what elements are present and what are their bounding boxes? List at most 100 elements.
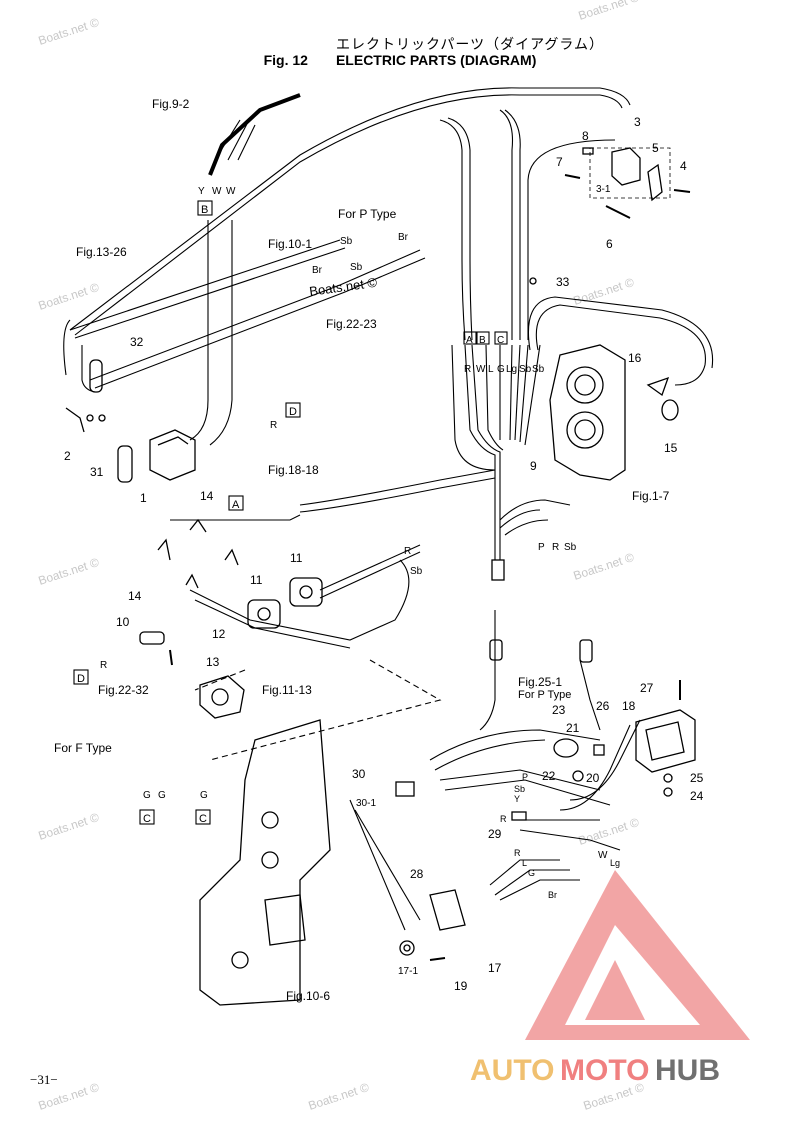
wire-code: G <box>158 790 166 801</box>
connector-part-9 <box>491 559 505 581</box>
part-number-4: 4 <box>680 159 687 173</box>
plate-part-28 <box>429 889 466 931</box>
terminal-part-13 <box>169 649 173 666</box>
wire-code: Sb <box>532 364 545 375</box>
ref-fig-9-2: Fig.9-2 <box>152 97 190 111</box>
watermark: Boats.net © <box>37 280 101 313</box>
starter-relay <box>199 675 245 719</box>
bolt-part-6 <box>605 205 631 219</box>
nut-part-24 <box>663 787 673 797</box>
watermark: Boats.net © <box>37 15 101 48</box>
part-number-1: 1 <box>140 491 147 505</box>
part-number-23: 23 <box>552 703 566 717</box>
cylinder-block <box>549 344 626 481</box>
connector-part-30 <box>395 781 415 797</box>
coil-part-11-b <box>247 599 281 629</box>
screw-part-19 <box>429 957 446 961</box>
ref-fig-25-1: Fig.25-1 <box>518 675 562 689</box>
wire-code: Y <box>198 186 205 197</box>
ref-for-p-type-mid: For P Type <box>518 689 571 701</box>
wire-code: Br <box>398 232 409 243</box>
wire-code: P <box>538 542 545 553</box>
title-english: Fig. 12 ELECTRIC PARTS (DIAGRAM) <box>0 52 800 68</box>
bracket-part-32 <box>89 359 103 393</box>
part-number-30-1: 30-1 <box>356 798 376 809</box>
part-number-10: 10 <box>116 615 130 629</box>
ref-fig-1-7: Fig.1-7 <box>632 489 670 503</box>
wire-code: P <box>522 772 528 782</box>
connector-letter-c: C <box>199 813 207 825</box>
part-number-8: 8 <box>582 129 589 143</box>
nut-part-17 <box>399 940 415 956</box>
watermark-group: Boats.net © Boats.net © Boats.net © Boat… <box>37 0 646 1113</box>
watermark: Boats.net © <box>577 0 641 23</box>
ref-fig-11-13: Fig.11-13 <box>262 683 312 697</box>
part-number-9: 9 <box>530 459 537 473</box>
part-number-31: 31 <box>90 465 104 479</box>
bracket-part-31 <box>117 445 133 483</box>
ref-for-f-type: For F Type <box>54 741 112 755</box>
wire-code: R <box>404 546 411 557</box>
connector-letter-a: A <box>232 499 240 511</box>
part-number-15: 15 <box>664 441 678 455</box>
switch-part-3 <box>611 147 641 186</box>
connector-box-a <box>228 495 244 511</box>
part-number-11: 11 <box>290 551 303 565</box>
holder-part-5 <box>647 163 663 202</box>
connector-letter-d: D <box>289 406 297 418</box>
ref-fig-10-6: Fig.10-6 <box>286 989 330 1003</box>
bolt-part-2 <box>65 407 85 433</box>
part-number-32: 32 <box>130 335 144 349</box>
logo-text-hub: HUB <box>655 1054 720 1087</box>
wire-code: W <box>226 186 236 197</box>
connector-letter-d: D <box>77 673 85 685</box>
wire-code: G <box>200 790 208 801</box>
ref-fig-18-18: Fig.18-18 <box>268 463 319 477</box>
grommet-part-22 <box>572 770 584 782</box>
fuse-holder-part-29 <box>511 811 527 821</box>
part-number-3: 3 <box>634 115 641 129</box>
wire-code: W <box>212 186 222 197</box>
watermark: Boats.net © <box>37 555 101 588</box>
part-number-2: 2 <box>64 449 71 463</box>
figure-title: ELECTRIC PARTS (DIAGRAM) <box>335 52 537 68</box>
watermark: Boats.net © <box>37 810 101 843</box>
wire-code: R <box>464 364 471 375</box>
part-number-13: 13 <box>206 655 220 669</box>
wire-code: W <box>598 850 608 861</box>
connector-letter-b: B <box>479 335 486 346</box>
connector-letter-c: C <box>143 813 151 825</box>
connector-letter-b: B <box>201 204 208 216</box>
ref-fig-22-23: Fig.22-23 <box>326 317 377 331</box>
part-number-26: 26 <box>596 699 610 713</box>
ref-boats-net-inline: Boats.net © <box>308 275 378 299</box>
connector-box-d <box>285 402 301 418</box>
wire-code: Sb <box>350 262 363 273</box>
part-number-3-1: 3-1 <box>596 184 611 195</box>
screw-part-4 <box>673 189 691 193</box>
coil-part-11-a <box>289 577 323 607</box>
title-japanese: エレクトリックパーツ（ダイアグラム） <box>336 37 604 53</box>
wire-code: Y <box>514 794 520 804</box>
connector-box-c <box>494 331 508 345</box>
wire-code: R <box>100 660 107 671</box>
part-number-12: 12 <box>212 627 226 641</box>
wire-code: Sb <box>519 364 532 375</box>
part-number-21: 21 <box>566 721 580 735</box>
fuse-part-10 <box>139 631 165 645</box>
part-number-11: 11 <box>250 573 263 587</box>
connector-box-d <box>73 669 89 685</box>
figure-number: Fig. 12 <box>263 52 308 68</box>
washer-part-16 <box>646 376 670 397</box>
ref-fig-10-1: Fig.10-1 <box>268 237 312 251</box>
part-number-17-1: 17-1 <box>398 966 418 977</box>
part-number-27: 27 <box>640 681 654 695</box>
wire-code: Lg <box>610 858 620 868</box>
relay-part-21 <box>553 738 579 758</box>
logo-text-moto: MOTO <box>560 1054 649 1087</box>
connector-letter-a: A <box>466 335 473 346</box>
page-number: −31− <box>30 1072 58 1087</box>
junction-box-part-18 <box>635 709 696 773</box>
wire-code: G <box>497 364 505 375</box>
